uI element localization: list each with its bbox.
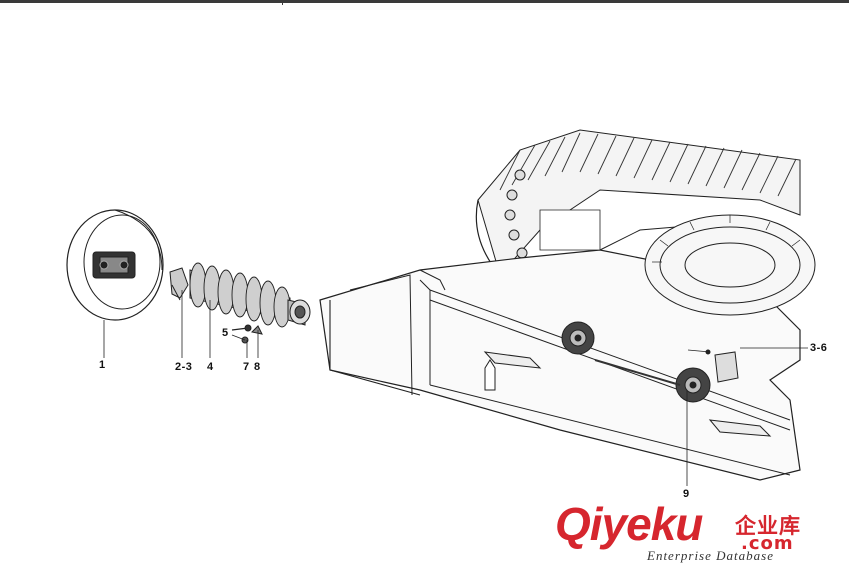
callout-5: 5: [222, 327, 229, 339]
callout-9: 9: [683, 488, 690, 500]
watermark-subtitle: Enterprise Database: [647, 548, 774, 563]
track-frame: [319, 209, 816, 481]
carrier-roller-rear: [675, 367, 711, 403]
yoke-bracket: [169, 267, 189, 301]
callout-4: 4: [207, 361, 214, 373]
watermark-domain: .com: [741, 533, 794, 554]
track-chain: [475, 129, 801, 277]
callout-8: 8: [254, 361, 261, 373]
top-border: [0, 0, 849, 5]
callout-1: 1: [99, 359, 106, 371]
fasteners: [231, 324, 263, 344]
recoil-spring: [189, 262, 311, 328]
leader-lines: [103, 290, 808, 486]
watermark: Qiyeku 企业库 .com Enterprise Database: [555, 500, 845, 568]
callout-3-6: 3-6: [810, 342, 828, 354]
front-idler: [66, 209, 164, 321]
callout-2-3: 2-3: [175, 361, 193, 373]
callout-7: 7: [243, 361, 250, 373]
carrier-roller-front: [561, 321, 595, 355]
watermark-chinese: 企业库: [735, 514, 801, 538]
top-border-notch: [282, 0, 283, 5]
watermark-brand: Qiyeku: [555, 498, 703, 550]
